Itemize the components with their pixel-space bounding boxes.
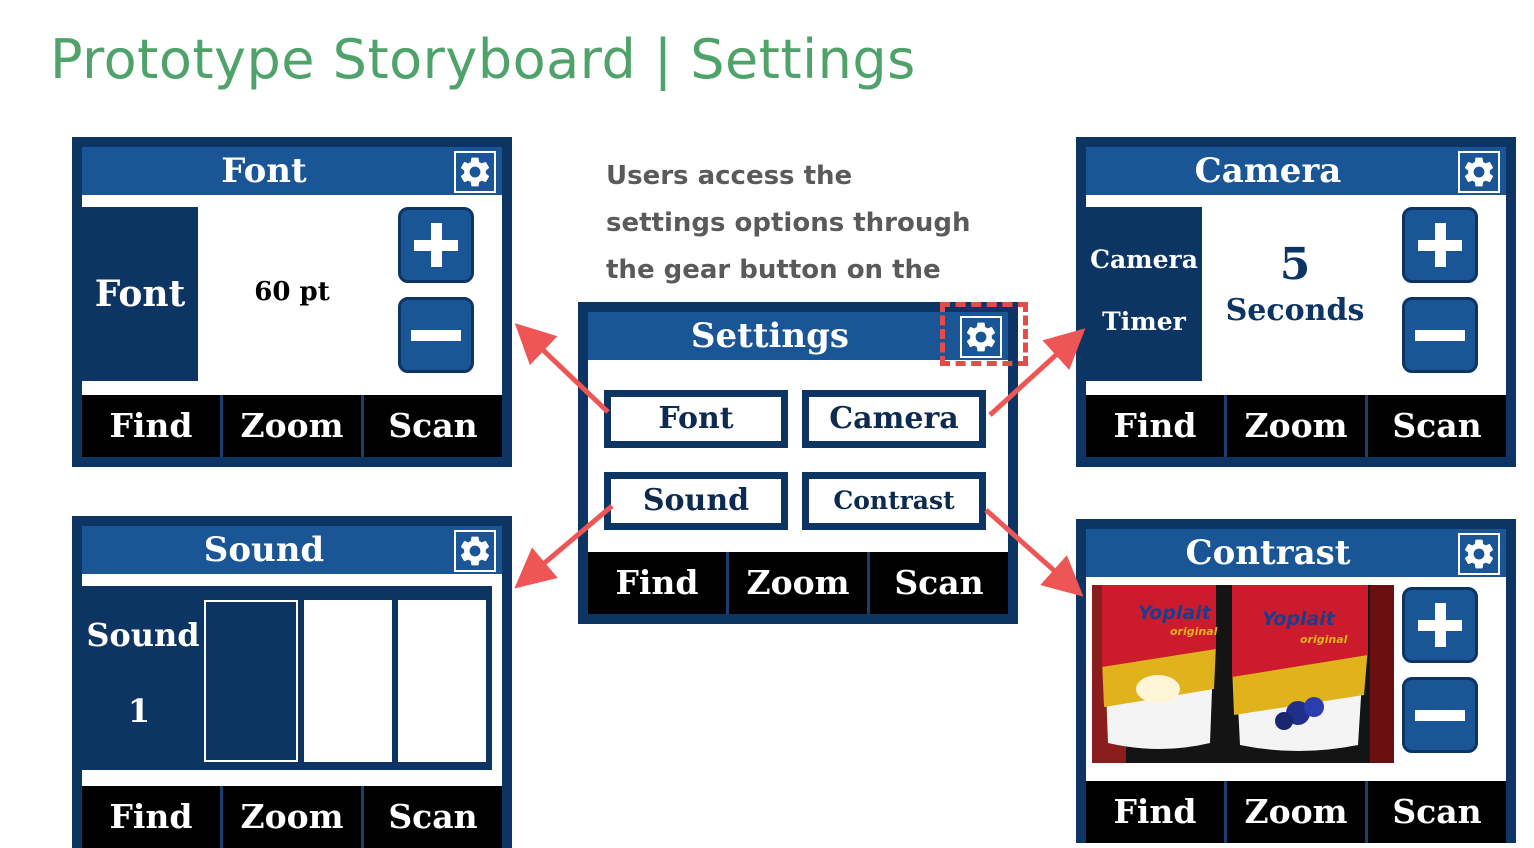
sound-header-title: Sound <box>203 530 325 570</box>
contrast-footer-nav: Find Zoom Scan <box>1086 781 1506 843</box>
sound-footer-nav: Find Zoom Scan <box>82 786 502 848</box>
plus-icon[interactable] <box>398 207 474 283</box>
gear-icon[interactable] <box>1458 533 1500 575</box>
font-option-label: Font <box>658 401 734 436</box>
camera-option-label: Camera <box>829 401 959 436</box>
zoom-button[interactable]: Zoom <box>223 786 364 848</box>
minus-icon[interactable] <box>398 297 474 373</box>
caption-text: Users access the settings options throug… <box>606 153 1006 303</box>
sound-level-value: 1 <box>127 692 151 730</box>
caption-line: settings options through <box>606 208 971 238</box>
contrast-option-label: Contrast <box>833 486 955 515</box>
sound-level-bar[interactable] <box>204 598 490 766</box>
sound-option-button[interactable]: Sound <box>604 472 788 530</box>
find-button[interactable]: Find <box>1086 781 1227 843</box>
find-button[interactable]: Find <box>82 786 223 848</box>
caption-line: the gear button on the <box>606 255 941 285</box>
zoom-button[interactable]: Zoom <box>729 552 870 614</box>
scan-button[interactable]: Scan <box>894 563 984 602</box>
contrast-screen: Contrast Yoplait original Yoplait <box>1076 519 1516 843</box>
zoom-button[interactable]: Zoom <box>1227 781 1368 843</box>
contrast-header-title: Contrast <box>1185 533 1351 573</box>
scan-button[interactable]: Scan <box>388 797 478 836</box>
plus-icon[interactable] <box>1402 587 1478 663</box>
font-footer-nav: Find Zoom Scan <box>82 395 502 457</box>
scan-button[interactable]: Scan <box>1392 406 1482 445</box>
font-header-title: Font <box>221 151 307 191</box>
font-label-box: Font <box>82 207 198 381</box>
camera-option-button[interactable]: Camera <box>802 390 986 448</box>
camera-header: Camera <box>1086 147 1506 195</box>
sound-header: Sound <box>82 526 502 574</box>
camera-footer-nav: Find Zoom Scan <box>1086 395 1506 457</box>
find-button[interactable]: Find <box>82 395 223 457</box>
camera-timer-value: 5 <box>1279 239 1311 290</box>
contrast-option-button[interactable]: Contrast <box>802 472 986 530</box>
sound-option-label: Sound <box>642 483 750 518</box>
sound-screen: Sound Sound 1 Find Zoom Scan <box>72 516 512 848</box>
brand-logo-text: original <box>1170 625 1218 638</box>
camera-label-box: Camera Timer <box>1086 207 1202 381</box>
camera-label-line2: Timer <box>1102 307 1186 336</box>
camera-timer-unit: Seconds <box>1225 293 1365 328</box>
gear-highlight-dashed-box <box>940 302 1028 366</box>
font-size-value: 60 pt <box>254 277 330 307</box>
contrast-preview-image: Yoplait original Yoplait original <box>1092 585 1394 763</box>
camera-label-line1: Camera <box>1090 245 1198 274</box>
settings-footer-nav: Find Zoom Scan <box>588 552 1008 614</box>
gear-icon[interactable] <box>454 151 496 193</box>
brand-logo-text: original <box>1300 633 1348 646</box>
font-screen: Font Font 60 pt Find Zoom Scan <box>72 137 512 467</box>
settings-header: Settings <box>588 312 1008 360</box>
sound-level-segment[interactable] <box>304 600 392 762</box>
scan-button[interactable]: Scan <box>388 406 478 445</box>
camera-header-title: Camera <box>1194 151 1342 191</box>
gear-icon[interactable] <box>1458 151 1500 193</box>
sound-label: Sound <box>86 616 200 654</box>
zoom-button[interactable]: Zoom <box>223 395 364 457</box>
brand-logo-text: Yoplait <box>1138 602 1212 624</box>
caption-line: Users access the <box>606 161 853 191</box>
contrast-header: Contrast <box>1086 529 1506 577</box>
gear-icon[interactable] <box>454 530 496 572</box>
sound-level-segment[interactable] <box>398 600 486 762</box>
font-label: Font <box>94 273 186 315</box>
zoom-button[interactable]: Zoom <box>1227 395 1368 457</box>
font-header: Font <box>82 147 502 195</box>
camera-screen: Camera Camera Timer 5 Seconds Find Zoom … <box>1076 137 1516 467</box>
slide-title: Prototype Storyboard | Settings <box>50 28 916 91</box>
minus-icon[interactable] <box>1402 677 1478 753</box>
settings-header-title: Settings <box>690 316 850 356</box>
plus-icon[interactable] <box>1402 207 1478 283</box>
find-button[interactable]: Find <box>1086 395 1227 457</box>
sound-level-segment-filled[interactable] <box>204 600 298 762</box>
minus-icon[interactable] <box>1402 297 1478 373</box>
sound-panel: Sound 1 <box>82 586 492 770</box>
brand-logo-text: Yoplait <box>1262 608 1336 630</box>
font-option-button[interactable]: Font <box>604 390 788 448</box>
find-button[interactable]: Find <box>588 552 729 614</box>
scan-button[interactable]: Scan <box>1392 792 1482 831</box>
